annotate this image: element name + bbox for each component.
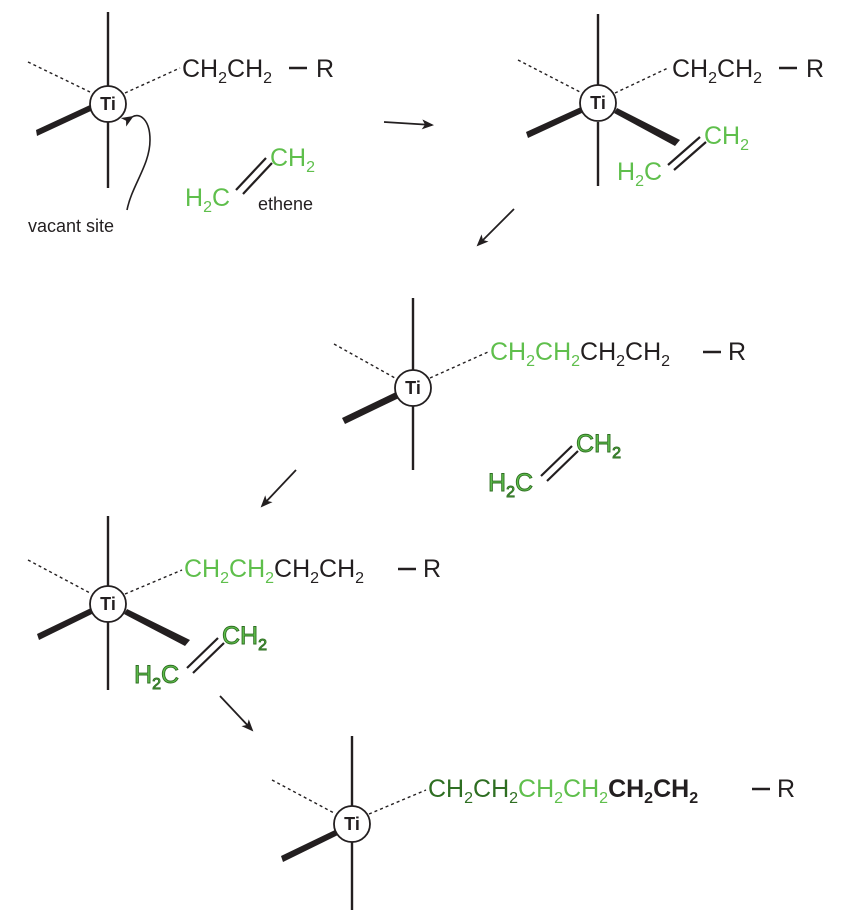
final-chain: CH2CH2CH2CH2CH2CH2 — [428, 775, 698, 807]
r-group: R — [806, 55, 824, 83]
stage-3-complex: Ti CH2CH2CH2CH2 R — [333, 298, 746, 470]
coord-ethene2-h2c: H2C — [134, 661, 179, 693]
arrow-3 — [260, 469, 297, 508]
r-group: R — [423, 555, 441, 583]
titanium-center — [89, 85, 127, 123]
ethene2-h2c: H2C — [488, 469, 533, 501]
stage-4-complex: Ti CH2CH2CH2CH2 R CH2 H2C — [27, 516, 441, 693]
coord-ethene2-ch2: CH2 — [222, 622, 267, 654]
stage-2-complex: Ti CH2CH2 R CH2 H2C — [517, 14, 824, 190]
r-group: R — [728, 338, 746, 366]
titanium-center — [579, 84, 617, 122]
vacant-site-label: vacant site — [28, 216, 114, 236]
stage3-chain: CH2CH2CH2CH2 — [490, 338, 670, 370]
stage1-chain: CH2CH2 — [182, 55, 272, 87]
ethene2-ch2: CH2 — [576, 430, 621, 462]
free-ethene-2: CH2 H2C — [488, 430, 622, 502]
stage4-chain: CH2CH2CH2CH2 — [184, 555, 364, 587]
ethene-h2c: H2C — [185, 184, 230, 216]
titanium-center — [89, 585, 127, 623]
ti-label: Ti — [100, 594, 116, 614]
ethene-ch2: CH2 — [270, 144, 315, 176]
titanium-center — [333, 805, 371, 843]
r-group: R — [316, 55, 334, 83]
ethene-label: ethene — [258, 194, 313, 214]
arrow-2 — [476, 208, 515, 247]
r-group: R — [777, 775, 795, 803]
stage-5-product: Ti CH2CH2CH2CH2CH2CH2 R — [271, 736, 795, 910]
free-ethene: CH2 H2C ethene — [185, 144, 315, 216]
arrow-1 — [383, 119, 434, 130]
arrow-4 — [219, 695, 254, 732]
ti-label: Ti — [100, 94, 116, 114]
ti-label: Ti — [344, 814, 360, 834]
ti-label: Ti — [590, 93, 606, 113]
stage2-chain: CH2CH2 — [672, 55, 762, 87]
titanium-center — [394, 369, 432, 407]
stage-1-complex: Ti CH2CH2 R vacant site — [27, 12, 334, 236]
coord-ethene-h2c: H2C — [617, 158, 662, 190]
ti-label: Ti — [405, 378, 421, 398]
coord-ethene-ch2: CH2 — [704, 122, 749, 154]
